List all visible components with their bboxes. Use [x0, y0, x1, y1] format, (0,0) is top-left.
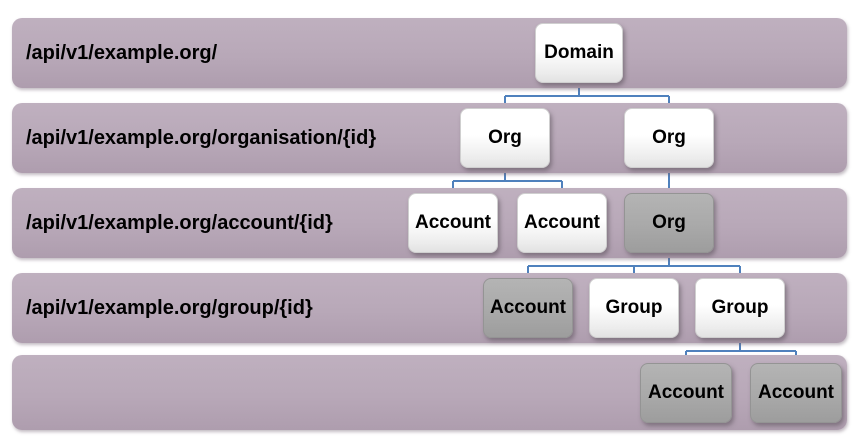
node-label: Account: [490, 297, 566, 318]
tree-node-org-right: Org: [624, 108, 714, 168]
api-path-label: /api/v1/example.org/: [26, 41, 218, 64]
node-label: Account: [524, 212, 600, 233]
node-label: Group: [711, 297, 769, 318]
api-path-label: /api/v1/example.org/organisation/{id}: [26, 126, 377, 149]
node-label: Org: [652, 127, 686, 148]
node-label: Group: [605, 297, 663, 318]
node-label: Org: [652, 212, 686, 233]
band-row-1: /api/v1/example.org/: [12, 18, 847, 88]
tree-node-org-sub: Org: [624, 193, 714, 253]
tree-node-account-5: Account: [750, 363, 842, 423]
tree-node-account-3: Account: [483, 278, 573, 338]
tree-node-account-4: Account: [640, 363, 732, 423]
api-path-label: /api/v1/example.org/group/{id}: [26, 296, 313, 319]
node-label: Domain: [544, 42, 614, 63]
tree-node-org-left: Org: [460, 108, 550, 168]
tree-node-group-1: Group: [589, 278, 679, 338]
tree-node-account-1: Account: [408, 193, 498, 253]
node-label: Account: [648, 382, 724, 403]
api-path-label: /api/v1/example.org/account/{id}: [26, 211, 333, 234]
tree-node-account-2: Account: [517, 193, 607, 253]
tree-node-group-2: Group: [695, 278, 785, 338]
band-row-2: /api/v1/example.org/organisation/{id}: [12, 103, 847, 173]
tree-node-domain: Domain: [535, 23, 623, 83]
node-label: Account: [758, 382, 834, 403]
node-label: Account: [415, 212, 491, 233]
node-label: Org: [488, 127, 522, 148]
